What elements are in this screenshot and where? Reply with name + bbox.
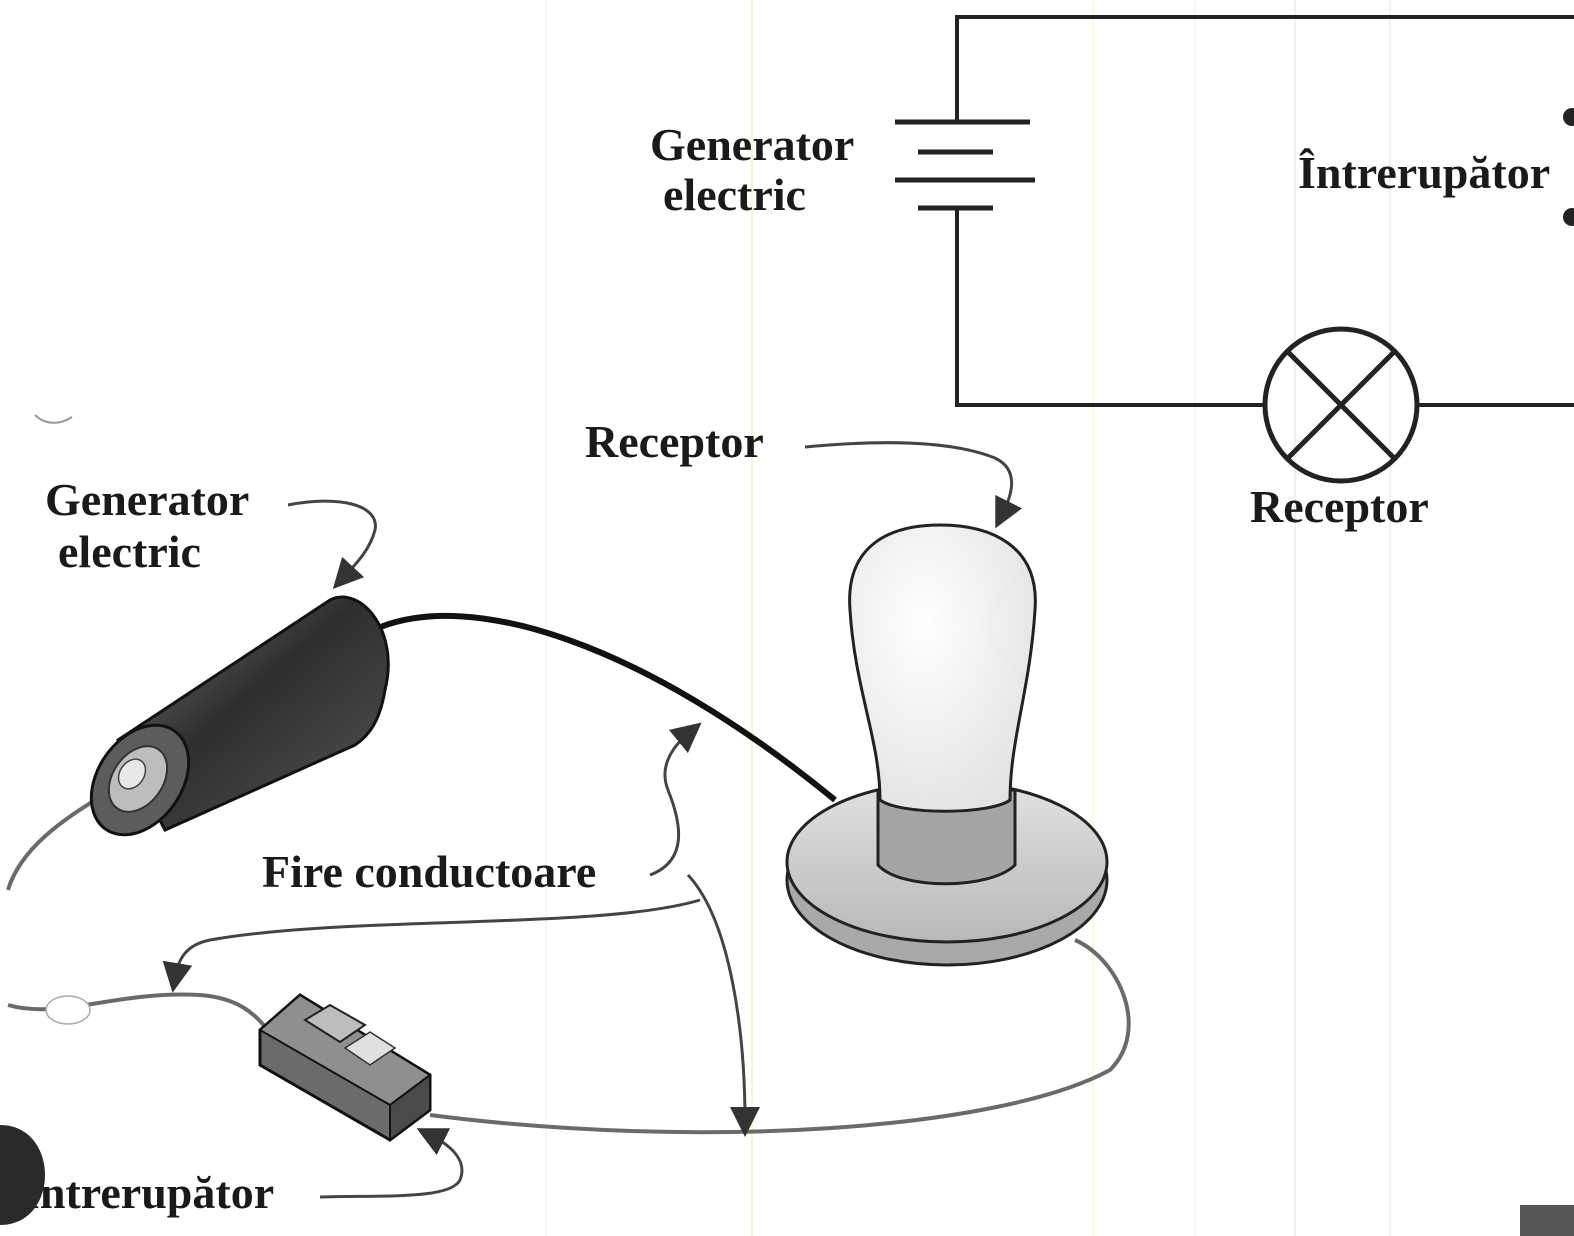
schematic-battery-symbol bbox=[895, 119, 1035, 211]
illustration-circuit: Receptor Generator electric Fire conduct… bbox=[6, 416, 1131, 1218]
schematic-generator-label-line2: electric bbox=[663, 169, 806, 220]
wire-clip-left bbox=[45, 995, 91, 1025]
decorative-arc bbox=[34, 414, 73, 424]
arrow-wire-down bbox=[686, 873, 760, 1137]
illustration-receptor-label: Receptor bbox=[585, 416, 764, 467]
illustration-switch-label: Întrerupător bbox=[22, 1167, 274, 1218]
wire-battery-to-bulb bbox=[376, 612, 837, 803]
bulb-illustration bbox=[785, 523, 1109, 967]
schematic-receptor-label: Receptor bbox=[1250, 481, 1429, 532]
page-corner-badge bbox=[0, 1125, 45, 1225]
arrow-switch bbox=[319, 1128, 464, 1199]
schematic-lamp-symbol bbox=[1262, 326, 1420, 484]
page-corner-tag bbox=[1520, 1205, 1574, 1236]
schematic-circuit: Generator electric Întrerupător Receptor bbox=[650, 15, 1574, 532]
schematic-switch-label: Întrerupător bbox=[1298, 147, 1550, 198]
arrow-wire-left bbox=[162, 898, 701, 993]
pointer-arrows bbox=[162, 441, 1023, 1199]
battery-illustration bbox=[89, 595, 390, 837]
schematic-generator-label-line1: Generator bbox=[650, 119, 854, 170]
switch-illustration bbox=[258, 993, 432, 1142]
bulb-glass bbox=[848, 523, 1037, 813]
arrow-wire-up bbox=[649, 722, 702, 877]
illustration-wires-label: Fire conductoare bbox=[262, 846, 596, 897]
schematic-switch-symbol bbox=[1563, 108, 1574, 226]
illustration-generator-label-line1: Generator bbox=[45, 474, 249, 525]
bulb-socket bbox=[876, 788, 1017, 886]
schematic-wires bbox=[955, 15, 1574, 407]
arrow-generator bbox=[287, 499, 377, 590]
arrow-receptor bbox=[804, 441, 1023, 529]
scan-artifacts bbox=[545, 0, 1391, 1236]
wire-switch-to-bulb bbox=[429, 938, 1131, 1135]
illustration-generator-label-line2: electric bbox=[58, 526, 201, 577]
